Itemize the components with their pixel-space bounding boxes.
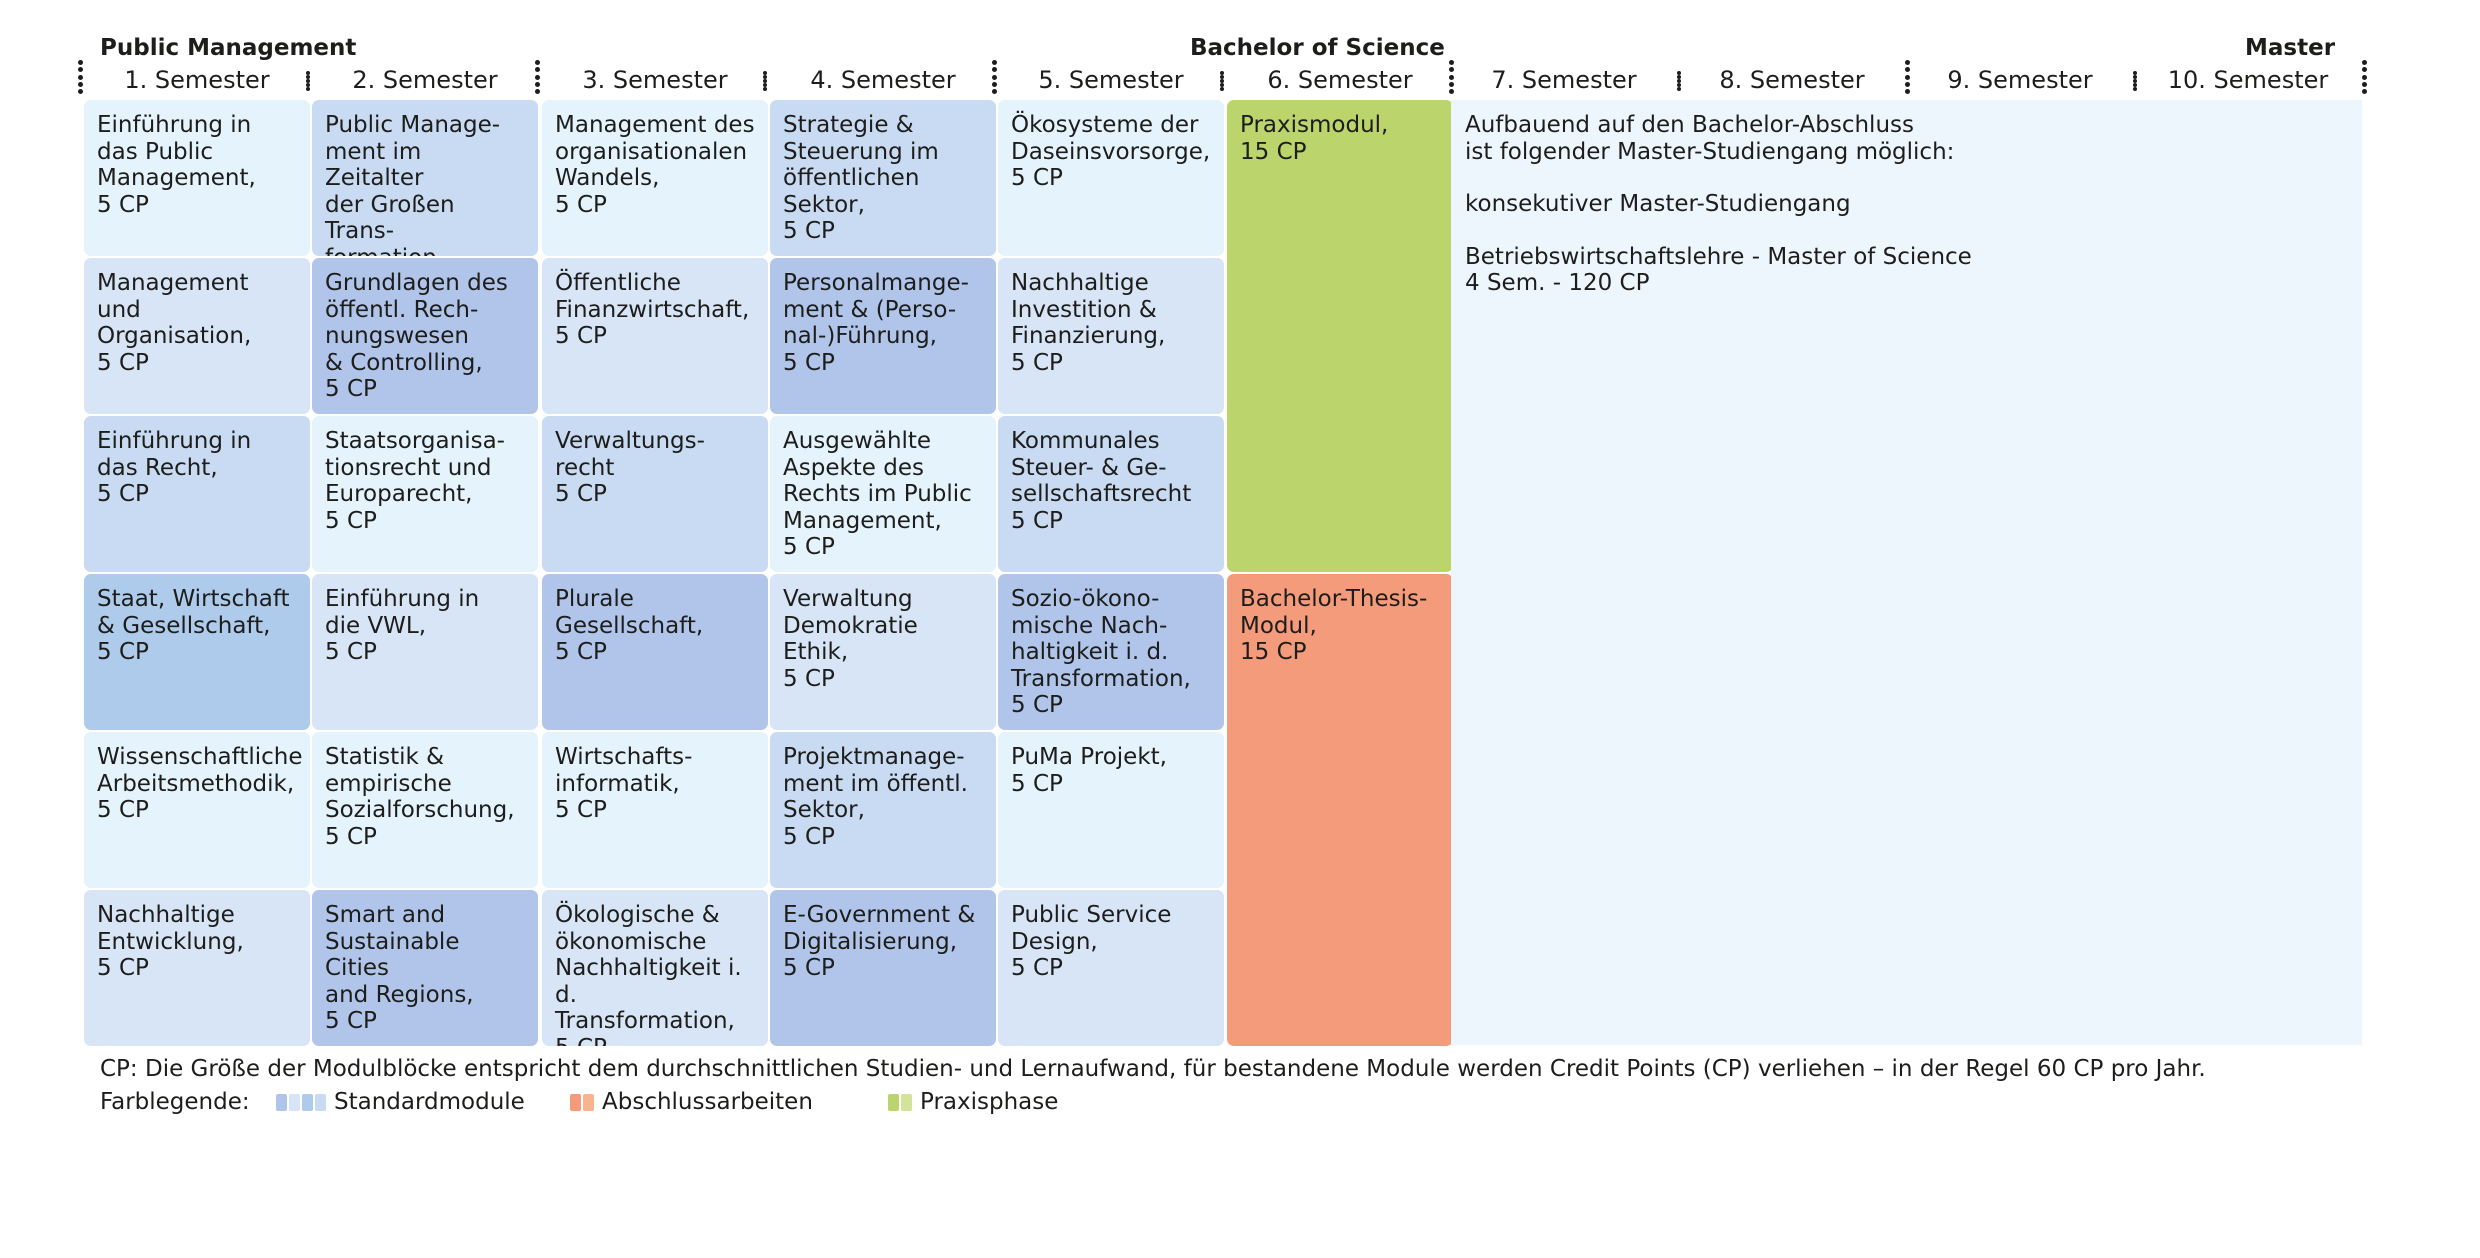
module-cell: Management des organisationalen Wandels,… (542, 100, 768, 256)
semester-divider (1448, 60, 1454, 94)
module-cell: Einführung in die VWL, 5 CP (312, 574, 538, 730)
semester-divider (2132, 71, 2138, 91)
module-cell: Verwaltung Demokratie Ethik, 5 CP (770, 574, 996, 730)
legend-swatch (315, 1093, 326, 1111)
module-cell: Wissenschaftliche Arbeitsmethodik, 5 CP (84, 732, 310, 888)
module-cell: E-Government & Digitalisierung, 5 CP (770, 890, 996, 1046)
module-cell: Grundlagen des öffentl. Rech- nungswesen… (312, 258, 538, 414)
module-cell: Verwaltungs- recht 5 CP (542, 416, 768, 572)
module-cell: Ökologische & ökonomische Nachhaltigkeit… (542, 890, 768, 1046)
module-cell: Sozio-ökono- mische Nach- haltigkeit i. … (998, 574, 1224, 730)
module-cell: PuMa Projekt, 5 CP (998, 732, 1224, 888)
module-cell: Bachelor-Thesis- Modul, 15 CP (1227, 574, 1453, 1046)
semester-header-1: 1. Semester (124, 66, 270, 94)
module-cell: Nachhaltige Investition & Finanzierung, … (998, 258, 1224, 414)
legend-swatch (289, 1093, 300, 1111)
semester-divider (1904, 60, 1910, 94)
module-cell: Strategie & Steuerung im öffentlichen Se… (770, 100, 996, 256)
module-cell: Staatsorganisa- tionsrecht und Europarec… (312, 416, 538, 572)
semester-divider (2361, 60, 2367, 94)
semester-divider (534, 60, 540, 94)
module-cell: Projektmanage- ment im öffentl. Sektor, … (770, 732, 996, 888)
bachelor-title: Bachelor of Science (1190, 35, 1445, 61)
semester-header-8: 8. Semester (1719, 66, 1865, 94)
module-cell: Ausgewählte Aspekte des Rechts im Public… (770, 416, 996, 572)
legend-label-text: Praxisphase (920, 1089, 1059, 1115)
module-cell: Plurale Gesellschaft, 5 CP (542, 574, 768, 730)
module-cell: Staat, Wirtschaft & Gesellschaft, 5 CP (84, 574, 310, 730)
module-cell: Ökosysteme der Daseinsvorsorge, 5 CP (998, 100, 1224, 256)
master-title: Master (2245, 35, 2336, 61)
master-type: konsekutiver Master-Studiengang (1465, 191, 1851, 217)
semester-divider (991, 60, 997, 94)
module-cell: Public Service Design, 5 CP (998, 890, 1224, 1046)
legend-swatch (901, 1093, 912, 1111)
semester-divider (1219, 71, 1225, 91)
legend-label-text: Abschlussarbeiten (602, 1089, 813, 1115)
legend-item: Praxisphase (888, 1088, 1058, 1116)
semester-header-7: 7. Semester (1491, 66, 1637, 94)
semester-header-4: 4. Semester (810, 66, 956, 94)
legend-label: Farblegende: (100, 1089, 250, 1115)
semester-divider (77, 60, 83, 94)
module-cell: Einführung in das Public Management, 5 C… (84, 100, 310, 256)
legend-label-text: Standardmodule (334, 1089, 525, 1115)
semester-divider (1676, 71, 1682, 91)
semester-header-10: 10. Semester (2167, 66, 2329, 94)
module-cell: Smart and Sustainable Cities and Regions… (312, 890, 538, 1046)
semester-header-3: 3. Semester (582, 66, 728, 94)
legend-item: Abschlussarbeiten (570, 1088, 813, 1116)
semester-header-6: 6. Semester (1267, 66, 1413, 94)
semester-divider (762, 71, 768, 91)
legend-swatch (888, 1093, 899, 1111)
master-info-box: Aufbauend auf den Bachelor-Abschluss ist… (1451, 100, 2362, 1045)
semester-header-9: 9. Semester (1947, 66, 2093, 94)
program-title: Public Management (100, 35, 357, 61)
cp-note: CP: Die Größe der Modulblöcke entspricht… (100, 1056, 2206, 1082)
legend-swatch (583, 1093, 594, 1111)
module-cell: Kommunales Steuer- & Ge- sellschaftsrech… (998, 416, 1224, 572)
legend-swatch (302, 1093, 313, 1111)
semester-header-2: 2. Semester (352, 66, 498, 94)
module-cell: Personalmange- ment & (Perso- nal-)Führu… (770, 258, 996, 414)
module-cell: Öffentliche Finanzwirtschaft, 5 CP (542, 258, 768, 414)
module-cell: Statistik & empirische Sozialforschung, … (312, 732, 538, 888)
module-cell: Wirtschafts- informatik, 5 CP (542, 732, 768, 888)
legend-swatch (276, 1093, 287, 1111)
master-program: Betriebswirtschaftslehre - Master of Sci… (1465, 243, 1972, 297)
legend-swatch (570, 1093, 581, 1111)
module-cell: Einführung in das Recht, 5 CP (84, 416, 310, 572)
module-cell: Public Manage- ment im Zeitalter der Gro… (312, 100, 538, 256)
master-intro: Aufbauend auf den Bachelor-Abschluss ist… (1465, 112, 1955, 165)
semester-header-5: 5. Semester (1038, 66, 1184, 94)
module-cell: Praxismodul, 15 CP (1227, 100, 1453, 572)
semester-divider (305, 71, 311, 91)
legend-item: Standardmodule (276, 1088, 525, 1116)
module-cell: Nachhaltige Entwicklung, 5 CP (84, 890, 310, 1046)
module-cell: Management und Organisation, 5 CP (84, 258, 310, 414)
